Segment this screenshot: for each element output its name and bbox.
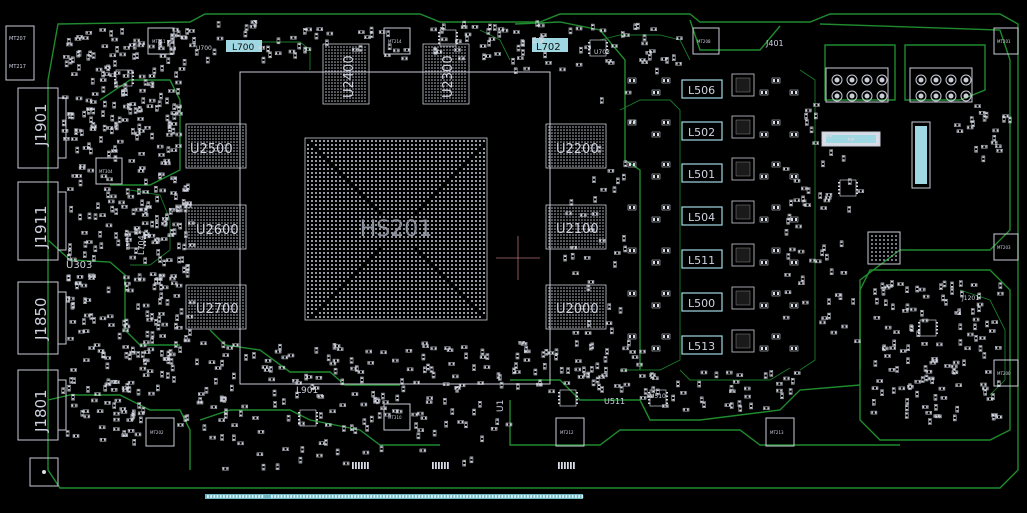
vrm-phase-2 — [627, 115, 799, 141]
svg-text:MT208: MT208 — [697, 39, 711, 44]
connector-j1801: J1801 — [17, 369, 67, 441]
memory-labels: U2500 U2600 U2700 U2200 U2100 U2000 U240… — [190, 55, 599, 317]
mount-hole-mt207-mt217: MT207 MT217 — [5, 25, 35, 81]
label-u703: U703 — [594, 49, 610, 56]
svg-text:MT214: MT214 — [388, 39, 402, 44]
mt200: MT200 — [993, 359, 1019, 387]
label-l500: L500 — [688, 297, 715, 310]
label-u2500: U2500 — [190, 142, 233, 157]
label-j1201: J1201 — [961, 295, 979, 302]
gpu-center-crosshair — [496, 236, 540, 280]
memory-chip-u2700 — [185, 284, 247, 330]
memory-chip-u2500 — [185, 123, 247, 169]
mt310: MT310 — [383, 403, 411, 431]
label-u2600: U2600 — [196, 223, 239, 238]
memory-chip-u2600 — [185, 204, 247, 250]
vrm-phase-5 — [627, 243, 799, 269]
label-j401: J401 — [765, 39, 784, 48]
svg-text:J1801: J1801 — [32, 389, 50, 433]
svg-text:MT304: MT304 — [99, 169, 113, 174]
memory-chip-u2300 — [422, 43, 470, 105]
left-connectors: J1901 J1911 J1850 J1801 MT207 MT217 — [5, 25, 67, 487]
memory-chip-u2100 — [545, 204, 607, 250]
vrm-phase-1 — [627, 73, 799, 99]
mt212: MT212 — [555, 417, 585, 447]
smd-components — [61, 19, 1012, 471]
memory-chip-u2400 — [322, 43, 370, 105]
power-connector-area — [821, 67, 973, 265]
svg-text:MT217: MT217 — [9, 64, 26, 70]
svg-text:MT207: MT207 — [9, 36, 26, 42]
power-stage — [627, 73, 799, 355]
memory-chip-u2000 — [545, 284, 607, 330]
mt304: MT304 — [95, 157, 123, 185]
svg-text:HS201: HS201 — [360, 217, 433, 242]
label-u1: U1 — [496, 400, 506, 412]
label-l501: L501 — [688, 168, 715, 181]
pcie-edge-connector — [205, 494, 584, 499]
svg-text:J1901: J1901 — [32, 103, 50, 147]
label-u2000: U2000 — [556, 302, 599, 317]
mt202: MT202 — [145, 417, 175, 447]
label-u2300: U2300 — [441, 55, 456, 98]
svg-text:MT202: MT202 — [150, 430, 164, 435]
vrm-phase-7 — [627, 329, 799, 355]
memory-chips — [185, 43, 607, 330]
connector-j1911: J1911 — [17, 181, 67, 261]
svg-text:MT203: MT203 — [997, 245, 1011, 250]
svg-text:MT200: MT200 — [997, 371, 1011, 376]
svg-text:J1850: J1850 — [32, 297, 50, 341]
label-u2400: U2400 — [342, 55, 357, 98]
connector-j1901: J1901 — [17, 87, 67, 169]
connector-j1850: J1850 — [17, 281, 67, 355]
memory-chip-u2200 — [545, 123, 607, 169]
label-u2100: U2100 — [556, 222, 599, 237]
label-u303: U303 — [66, 260, 92, 271]
label-l502: L502 — [688, 126, 715, 139]
mt201: MT201 — [993, 27, 1019, 55]
label-l513: L513 — [688, 340, 715, 353]
vrm-phase-4 — [627, 200, 799, 226]
label-l702: L702 — [536, 42, 561, 53]
vrm-phase-6 — [627, 286, 799, 312]
label-u2200: U2200 — [556, 142, 599, 157]
label-l700: L700 — [232, 43, 254, 53]
label-l506: L506 — [688, 84, 715, 97]
inductor-labels: L506 L502 L501 L504 L511 L500 L513 — [688, 84, 715, 353]
mt214: MT214 — [383, 27, 411, 55]
label-u511: U511 — [604, 397, 625, 406]
mt208: MT208 — [692, 27, 720, 55]
label-u700: U700 — [196, 45, 212, 52]
board-outline-traces — [47, 13, 1019, 489]
svg-text:MT212: MT212 — [560, 430, 574, 435]
gpu-package: HS201 — [239, 71, 551, 385]
mount-hole-bottom-left — [29, 457, 59, 487]
vrm-phase-3 — [627, 157, 799, 183]
svg-text:MT213: MT213 — [770, 430, 784, 435]
mt213: MT213 — [765, 417, 795, 447]
label-l704: L704 — [137, 235, 146, 255]
label-l511: L511 — [688, 254, 715, 267]
svg-text:J1911: J1911 — [32, 205, 50, 249]
mt203: MT203 — [993, 233, 1019, 261]
label-u510: U510 — [650, 393, 666, 400]
label-l504: L504 — [688, 211, 715, 224]
label-l901: L901 — [296, 386, 318, 396]
label-u2700: U2700 — [196, 302, 239, 317]
svg-text:MT201: MT201 — [997, 39, 1011, 44]
